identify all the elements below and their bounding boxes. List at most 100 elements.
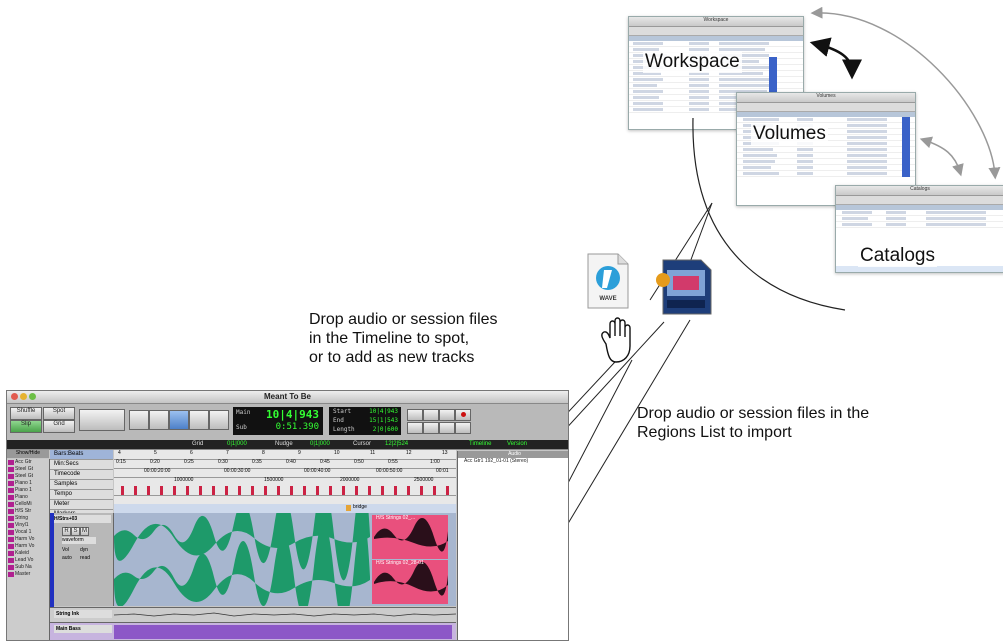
start-label: Start — [333, 408, 352, 415]
track-list-item[interactable]: Acc Gtr — [7, 459, 49, 466]
track-list-item[interactable]: Sub Na — [7, 564, 49, 571]
timeline-caption-line-1: Drop audio or session files — [309, 311, 498, 328]
transport-record-button[interactable] — [455, 409, 471, 421]
ruler-meter[interactable]: Meter — [50, 500, 113, 510]
track-playlist-area[interactable]: H/S Strings 02_... H/S Strings 02_28-01 — [114, 479, 456, 625]
zoom-window-dot[interactable] — [29, 393, 36, 400]
track-view-selector[interactable]: waveform — [62, 537, 96, 544]
track-list: Acc Gtr Steel Gt Steel Gt Piano 1 Piano … — [7, 459, 50, 640]
slip-mode-button[interactable]: Slip — [10, 420, 42, 433]
length-label: Length — [333, 426, 355, 433]
track-list-item[interactable]: Steel Gt — [7, 473, 49, 480]
volumes-catalogs-arrow — [919, 136, 964, 177]
track-list-item[interactable]: Harm Vo — [7, 543, 49, 550]
track-list-item[interactable]: Piano 1 — [7, 480, 49, 487]
wave-file-icon[interactable]: WAVE — [586, 252, 630, 310]
region-list-item[interactable]: Acc Gtr1 192_01-01 (Stereo) — [464, 457, 529, 464]
track-list-item[interactable]: Master — [7, 571, 49, 578]
catalogs-titlebar-label: Catalogs — [910, 186, 930, 192]
transport-loop-button[interactable] — [439, 422, 455, 434]
minsecs-value: 0:40 — [286, 459, 296, 465]
regions-list-header[interactable]: Audio — [458, 451, 568, 458]
ruler-tempo[interactable]: Tempo — [50, 490, 113, 500]
session-file-icon[interactable] — [655, 258, 713, 316]
shuffle-mode-button[interactable]: Shuffle — [10, 407, 42, 420]
selector-tool-button[interactable] — [149, 410, 169, 430]
solo-button[interactable]: S — [71, 527, 80, 536]
track-name-field[interactable]: H/Strs+03 — [52, 515, 111, 523]
bar-number: 10 — [334, 450, 340, 456]
timeline-caption: Drop audio or session files in the Timel… — [309, 310, 498, 367]
tempo-ruler-row — [114, 486, 456, 496]
spot-mode-button[interactable]: Spot — [43, 407, 75, 420]
trim-tool-button[interactable] — [129, 410, 149, 430]
track-list-item[interactable]: H/S Str — [7, 508, 49, 515]
volume-label: Vol — [62, 547, 69, 553]
grid-label: Grid — [192, 441, 204, 447]
ruler-min-secs[interactable]: Min:Secs — [50, 460, 113, 470]
grid-mode-button[interactable]: Grid — [43, 420, 75, 433]
close-window-dot[interactable] — [11, 393, 18, 400]
track-list-item[interactable]: Harm Vo — [7, 536, 49, 543]
track-list-item[interactable]: String — [7, 515, 49, 522]
bottom-track-1-waveform — [114, 612, 456, 617]
ruler-labels: Bars:Beats Min:Secs Timecode Samples Tem… — [50, 450, 113, 520]
track-list-item[interactable]: Vocal 1 — [7, 529, 49, 536]
track-list-item[interactable]: CelloMi — [7, 501, 49, 508]
timecode-value: 00:00:20:00 — [144, 468, 171, 474]
minsecs-value: 0:50 — [354, 459, 364, 465]
timeline-caption-line-2: in the Timeline to spot, — [309, 330, 470, 347]
bottom-track-2-name[interactable]: Main Bass — [54, 625, 112, 633]
transport-fwd-button[interactable] — [407, 422, 423, 434]
ruler-timecode[interactable]: Timecode — [50, 470, 113, 480]
workspace-column-header — [629, 36, 803, 41]
track-list-item[interactable]: Kaleid — [7, 550, 49, 557]
sub-counter-value: 0:51.390 — [275, 422, 319, 432]
track-list-item[interactable]: Steel Gt — [7, 466, 49, 473]
volumes-titlebar: Volumes — [737, 93, 915, 103]
waveform-svg — [114, 479, 448, 625]
minimize-window-dot[interactable] — [20, 393, 27, 400]
timecode-value: 00:00:40:00 — [304, 468, 331, 474]
track-list-item[interactable]: Piano 1 — [7, 487, 49, 494]
transport-play-button[interactable] — [439, 409, 455, 421]
scrubber-tool-button[interactable] — [189, 410, 209, 430]
transport-stop-button[interactable] — [423, 409, 439, 421]
track-list-item[interactable]: Vinyl1 — [7, 522, 49, 529]
read-label: read — [80, 555, 91, 561]
transport-end-button[interactable] — [423, 422, 439, 434]
minsecs-value: 0:25 — [184, 459, 194, 465]
ruler-area: 4 5 6 7 8 9 10 11 12 13 0:15 0:20 0:25 0… — [114, 450, 456, 513]
ruler-samples[interactable]: Samples — [50, 480, 113, 490]
workspace-titlebar: Workspace — [629, 17, 803, 27]
zoom-buttons[interactable] — [79, 409, 125, 431]
track-list-item[interactable]: Piano — [7, 494, 49, 501]
bar-number: 12 — [406, 450, 412, 456]
end-value: 15|1|543 — [369, 417, 398, 424]
volumes-label: Volumes — [751, 123, 828, 145]
show-hide-header[interactable]: Show/Hide — [7, 450, 49, 458]
timecode-ruler-row: 00:00:20:00 00:00:30:00 00:00:40:00 00:0… — [114, 468, 456, 478]
wave-file-label: WAVE — [599, 296, 617, 302]
length-value: 2|0|600 — [372, 426, 398, 433]
grabber-tool-button[interactable] — [169, 410, 189, 430]
marker-icon[interactable] — [346, 505, 351, 511]
ruler-bars-beats[interactable]: Bars:Beats — [50, 450, 113, 460]
bottom-track-1-name[interactable]: String Ink — [54, 610, 112, 618]
minsecs-value: 0:55 — [388, 459, 398, 465]
track-list-item[interactable]: Lead Vo — [7, 557, 49, 564]
samples-value: 2500000 — [414, 477, 434, 483]
workspace-selection-bar — [769, 57, 777, 97]
bottom-track-1: String Ink — [50, 607, 456, 622]
hand-cursor-icon — [598, 316, 638, 364]
version-label: Version — [507, 441, 528, 447]
bar-number: 6 — [190, 450, 193, 456]
bottom-track-2: Main Bass — [50, 622, 456, 640]
volumes-selection-bar — [902, 117, 910, 177]
transport-online-button[interactable] — [455, 422, 471, 434]
mute-button[interactable]: M — [80, 527, 89, 536]
workspace-titlebar-label: Workspace — [703, 17, 729, 23]
pencil-tool-button[interactable] — [209, 410, 229, 430]
transport-rewind-button[interactable] — [407, 409, 423, 421]
record-button[interactable]: R — [62, 527, 71, 536]
